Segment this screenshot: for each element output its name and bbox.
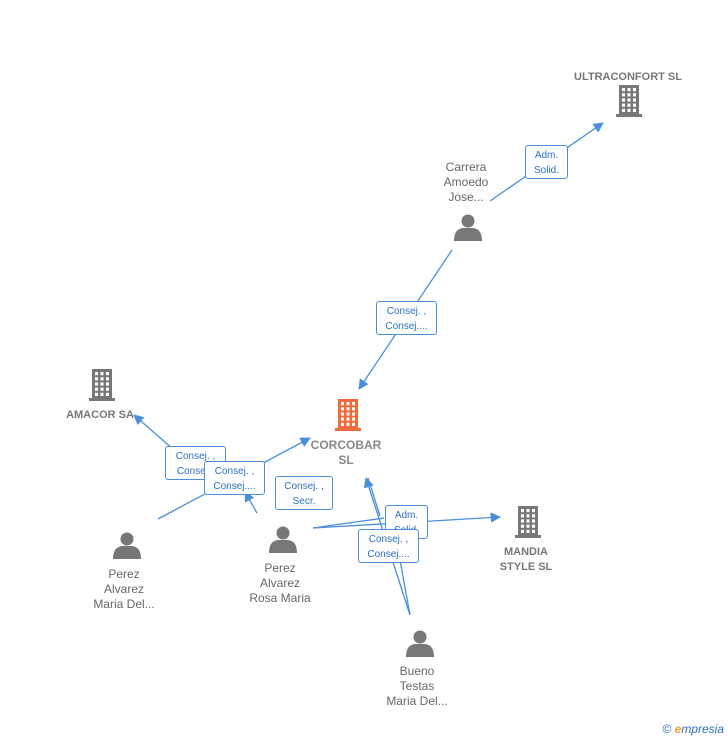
- edge-perez_rosa-to-corcobar: [244, 491, 258, 514]
- node-label-line: STYLE SL: [499, 561, 553, 573]
- edge-label-line: Consej. ,: [175, 451, 216, 462]
- person-icon[interactable]: [406, 630, 434, 658]
- edge-label-line: Conse...: [176, 466, 215, 477]
- node-label-line: CORCOBAR: [310, 438, 382, 452]
- node-label-line: Maria Del...: [386, 694, 448, 708]
- edge-label-line: Consej. ,: [368, 534, 409, 545]
- node-label-line: SL: [338, 453, 354, 467]
- edge-segment: [399, 559, 411, 616]
- edge-label-line: Consej. ,: [284, 481, 324, 492]
- node-label-line: Bueno: [399, 664, 435, 678]
- edge-label-line: Consej....: [213, 481, 256, 492]
- node-label-amacor[interactable]: AMACOR SA: [55, 408, 145, 423]
- copyright-symbol: ©: [662, 722, 672, 736]
- edge-label-perez_rosa-to-corcobar[interactable]: Consej. , Secr.: [275, 476, 333, 510]
- node-label-line: Amoedo: [443, 175, 489, 189]
- node-label-line: Alvarez: [103, 582, 144, 596]
- node-label-line: Jose...: [448, 190, 484, 204]
- edge-label-perez_maria-to-corcobar[interactable]: Consej. , Consej....: [204, 461, 265, 495]
- node-label-line: ULTRACONFORT SL: [574, 71, 682, 83]
- company-building-icon[interactable]: [616, 85, 642, 117]
- brand-e: e: [674, 722, 682, 736]
- edge-label-line: Solid.: [533, 165, 559, 176]
- node-label-line: Rosa Maria: [249, 591, 311, 605]
- person-icon[interactable]: [113, 532, 141, 560]
- company-building-icon[interactable]: [89, 369, 115, 401]
- edge-label-line: Adm.: [534, 150, 559, 161]
- edge-label-bueno-to-corcobar[interactable]: Consej. , Consej....: [358, 529, 419, 563]
- node-label-line: Perez: [264, 561, 296, 575]
- edge-label-line: Consej. ,: [214, 466, 255, 477]
- person-icon[interactable]: [269, 526, 297, 554]
- main-company-building-icon[interactable]: [335, 399, 361, 431]
- edge-label-carrera-to-corcobar[interactable]: Consej. , Consej....: [376, 301, 437, 335]
- empresia-logo[interactable]: © empresia: [662, 722, 724, 736]
- node-label-line: Perez: [108, 567, 140, 581]
- company-building-icon[interactable]: [515, 506, 541, 538]
- edge-label-line: Consej....: [367, 549, 410, 560]
- node-label-line: Alvarez: [259, 576, 300, 590]
- edge-label-line: Secr.: [292, 496, 316, 507]
- edge-segment: [367, 477, 381, 517]
- node-label-line: Testas: [399, 679, 435, 693]
- node-label-ultraconfort[interactable]: ULTRACONFORT SL: [568, 70, 688, 85]
- node-label-line: Maria Del...: [93, 597, 155, 611]
- node-label-line: Carrera: [445, 160, 487, 174]
- node-label-line: AMACOR SA: [66, 409, 134, 421]
- node-label-line: MANDIA: [504, 546, 548, 558]
- brand-rest: mpresia: [681, 722, 724, 736]
- person-icon[interactable]: [454, 214, 482, 242]
- edge-segment: [312, 517, 385, 529]
- node-label-mandia[interactable]: MANDIA STYLE SL: [486, 545, 566, 575]
- edge-label-line: Consej. ,: [386, 306, 427, 317]
- edge-label-line: Adm.: [394, 510, 419, 521]
- edge-label-line: Consej....: [385, 321, 428, 332]
- edge-label-carrera-to-ultraconfort[interactable]: Adm. Solid.: [525, 145, 568, 179]
